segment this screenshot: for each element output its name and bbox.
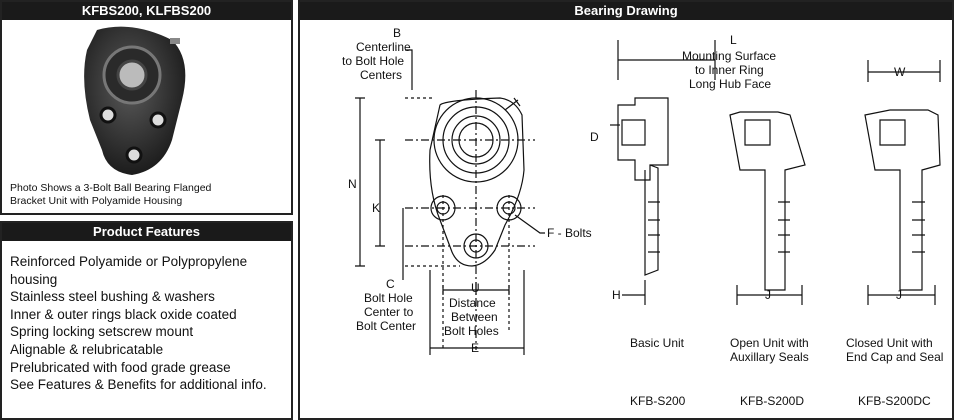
dim-f-label: F - Bolts xyxy=(547,226,592,240)
features-header: Product Features xyxy=(2,223,291,241)
feature-item: Prelubricated with food grade grease xyxy=(10,359,231,375)
dim-b-label: Centers xyxy=(360,68,402,82)
feature-item: Alignable & relubricatable xyxy=(10,341,164,357)
dim-l-label: L xyxy=(730,33,737,47)
dim-e-label: E xyxy=(471,341,479,355)
feature-item: Inner & outer rings black oxide coated xyxy=(10,306,237,322)
mount-label: Long Hub Face xyxy=(689,77,771,91)
dim-b-label: Centerline xyxy=(356,40,411,54)
bearing-drawing: B Centerline to Bolt Hole Centers L Moun… xyxy=(342,26,943,408)
dim-b-label: B xyxy=(393,26,401,40)
dim-n-label: N xyxy=(348,177,357,191)
photo-caption: Photo Shows a 3-Bolt Ball Bearing Flange… xyxy=(10,182,211,208)
dim-h-label: H xyxy=(612,288,621,302)
unit-model: KFB-S200DC xyxy=(858,394,931,408)
bearing-photo xyxy=(84,26,186,175)
dim-k-label: K xyxy=(372,201,380,215)
photo-panel-header: KFBS200, KLFBS200 xyxy=(2,2,291,20)
dim-u-label: Distance xyxy=(449,296,496,310)
unit-name: Basic Unit xyxy=(630,336,685,350)
dim-j-label: J xyxy=(896,288,902,302)
unit-name: End Cap and Seal xyxy=(846,350,943,364)
drawing-header: Bearing Drawing xyxy=(300,2,952,20)
dim-u-label: Between xyxy=(451,310,498,324)
dim-c-label: Bolt Center xyxy=(356,319,416,333)
dim-d-label: D xyxy=(590,130,599,144)
mount-label: to Inner Ring xyxy=(695,63,764,77)
dim-w-label: W xyxy=(894,65,906,79)
feature-item: Stainless steel bushing & washers xyxy=(10,289,215,305)
features-panel: Product Features Reinforced Polyamide or… xyxy=(0,221,293,420)
unit-name: Open Unit with xyxy=(730,336,809,350)
features-list: Reinforced Polyamide or Polypropylene ho… xyxy=(10,253,291,394)
dim-b-label: to Bolt Hole xyxy=(342,54,404,68)
dim-c-label: C xyxy=(386,277,395,291)
dim-c-label: Center to xyxy=(364,305,414,319)
unit-model: KFB-S200D xyxy=(740,394,804,408)
photo-panel: KFBS200, KLFBS200 Photo Shows a 3-Bolt B… xyxy=(0,0,293,215)
dim-u-label: Bolt Holes xyxy=(444,324,499,338)
drawing-panel: Bearing Drawing xyxy=(298,0,954,420)
feature-item: Reinforced Polyamide or Polypropylene ho… xyxy=(10,254,248,287)
dim-u-label: U xyxy=(471,281,480,295)
unit-name: Auxillary Seals xyxy=(730,350,809,364)
unit-model: KFB-S200 xyxy=(630,394,686,408)
feature-item: Spring locking setscrew mount xyxy=(10,324,194,340)
dim-c-label: Bolt Hole xyxy=(364,291,413,305)
dim-j-label: J xyxy=(765,288,771,302)
unit-name: Closed Unit with xyxy=(846,336,933,350)
mount-label: Mounting Surface xyxy=(682,49,776,63)
caption-line: Photo Shows a 3-Bolt Ball Bearing Flange… xyxy=(10,182,212,194)
feature-item: See Features & Benefits for additional i… xyxy=(10,377,267,393)
caption-line: Bracket Unit with Polyamide Housing xyxy=(10,195,183,207)
